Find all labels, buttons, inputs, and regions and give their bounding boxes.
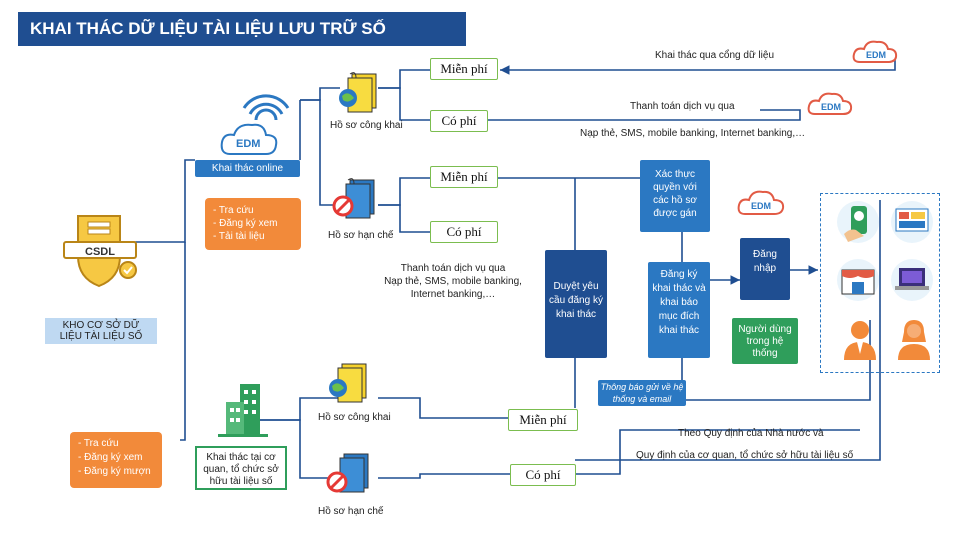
online-options-box: - Tra cứu - Đăng ký xem - Tải tài liệu — [205, 198, 301, 250]
database-shield-icon: CSDL — [58, 212, 148, 290]
restricted-file-icon — [326, 452, 372, 498]
laptop-icon — [890, 258, 934, 302]
public-file-icon — [328, 362, 370, 404]
free-label-bottom: Miễn phí — [508, 409, 578, 431]
regulation-line-1: Theo Quy định của Nhà nước và — [678, 428, 824, 439]
restricted-records-label: Hồ sơ hạn chế — [328, 230, 394, 241]
edm-text: EDM — [866, 50, 886, 60]
csdl-label: CSDL — [85, 246, 115, 258]
notification-box: Thông báo gửi về hệ thống và email — [598, 380, 686, 406]
system-users-box: Người dùng trong hệ thống — [732, 318, 798, 364]
restricted-file-icon — [332, 178, 378, 220]
payment-via-label: Thanh toán dịch vụ qua — [630, 101, 735, 112]
edm-cloud-logo: EDM — [805, 90, 855, 118]
users-panel — [820, 193, 940, 373]
edm-wifi-logo: EDM — [218, 90, 298, 160]
digital-archive-store-label: KHO CƠ SỞ DỮ LIỆU TÀI LIỆU SỐ — [45, 318, 157, 344]
page-title: KHAI THÁC DỮ LIỆU TÀI LIỆU LƯU TRỮ SỐ — [18, 12, 466, 46]
approve-request-box: Duyệt yêu cầu đăng ký khai thác — [545, 250, 607, 358]
paid-label-bottom: Có phí — [510, 464, 576, 486]
edm-text: EDM — [751, 201, 771, 211]
on-site-access-box: Khai thác tại cơ quan, tổ chức sở hữu tà… — [195, 446, 287, 490]
edm-text: EDM — [236, 138, 260, 150]
free-label-mid: Miễn phí — [430, 166, 498, 188]
edm-text: EDM — [821, 102, 841, 112]
offline-options-box: - Tra cứu - Đăng ký xem - Đăng ký mượn — [70, 432, 162, 488]
public-file-icon — [338, 72, 380, 114]
user-female-icon — [896, 318, 932, 362]
user-male-icon — [842, 318, 878, 362]
data-portal-label: Khai thác qua cổng dữ liệu — [655, 50, 774, 61]
public-records-label: Hồ sơ công khai — [330, 120, 403, 131]
payment-detail-label: Thanh toán dịch vụ qua Nạp thẻ, SMS, mob… — [384, 263, 522, 300]
office-building-icon — [218, 380, 268, 438]
wifi-icon — [254, 108, 278, 121]
paid-label-top: Có phí — [430, 110, 488, 132]
public-records-label-bottom: Hồ sơ công khai — [318, 412, 391, 423]
login-box: Đăng nhập — [740, 238, 790, 300]
online-store-icon — [836, 258, 880, 302]
mobile-app-icon — [836, 200, 880, 244]
regulation-line-2: Quy định của cơ quan, tổ chức sở hữu tài… — [636, 450, 854, 461]
authorization-box: Xác thực quyền với các hồ sơ được gán — [640, 160, 710, 232]
web-dashboard-icon — [890, 200, 934, 244]
restricted-records-label-bottom: Hồ sơ hạn chế — [318, 506, 384, 517]
online-access-box: Khai thác online — [195, 160, 300, 177]
payment-methods-label: Nạp thẻ, SMS, mobile banking, Internet b… — [580, 128, 806, 139]
free-label-top: Miễn phí — [430, 58, 498, 80]
register-access-box: Đăng ký khai thác và khai báo mục đích k… — [648, 262, 710, 358]
edm-cloud-logo: EDM — [850, 38, 900, 66]
edm-cloud-logo: EDM — [735, 188, 787, 218]
paid-label-mid: Có phí — [430, 221, 498, 243]
